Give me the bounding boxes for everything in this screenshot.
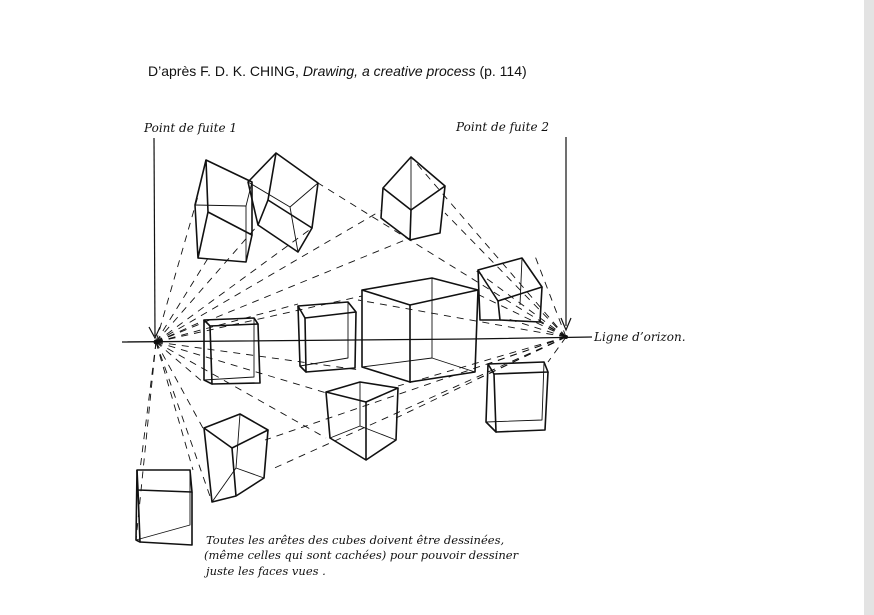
cube-bottom-left bbox=[135, 469, 193, 546]
note-line-1: Toutes les arêtes des cubes doivent être… bbox=[206, 533, 504, 547]
note-line-3: juste les faces vues . bbox=[203, 564, 326, 578]
cube-upper-tilted bbox=[247, 152, 319, 253]
label-vanishing-point-2: Point de fuite 2 bbox=[455, 120, 549, 134]
page-edge bbox=[864, 0, 874, 615]
caption-page: (p. 114) bbox=[475, 63, 527, 79]
arrow-vp1 bbox=[153, 137, 156, 337]
cubes bbox=[135, 152, 549, 546]
cube-small-center bbox=[297, 301, 357, 373]
cube-center-lower bbox=[325, 381, 399, 461]
cube-large-center bbox=[361, 277, 479, 383]
caption-author: D’après F. D. K. CHING, bbox=[148, 63, 303, 79]
cube-right-lower bbox=[485, 361, 549, 433]
cube-left-lower-tilted bbox=[203, 413, 269, 503]
construction-lines bbox=[135, 156, 567, 541]
cube-top-left bbox=[194, 159, 253, 263]
cube-right-upper bbox=[477, 257, 543, 323]
vanishing-point-arrows bbox=[148, 137, 572, 340]
note-line-2: (même celles qui sont cachées) pour pouv… bbox=[204, 548, 520, 562]
horizon-line bbox=[121, 336, 593, 343]
source-caption: D’après F. D. K. CHING, Drawing, a creat… bbox=[148, 63, 527, 79]
label-vanishing-point-1: Point de fuite 1 bbox=[143, 121, 237, 135]
label-horizon: Ligne d’orizon. bbox=[593, 330, 686, 344]
cube-left-horizon bbox=[203, 317, 261, 385]
cube-top-diamond bbox=[380, 156, 446, 241]
caption-book-title: Drawing, a creative process bbox=[302, 63, 476, 79]
